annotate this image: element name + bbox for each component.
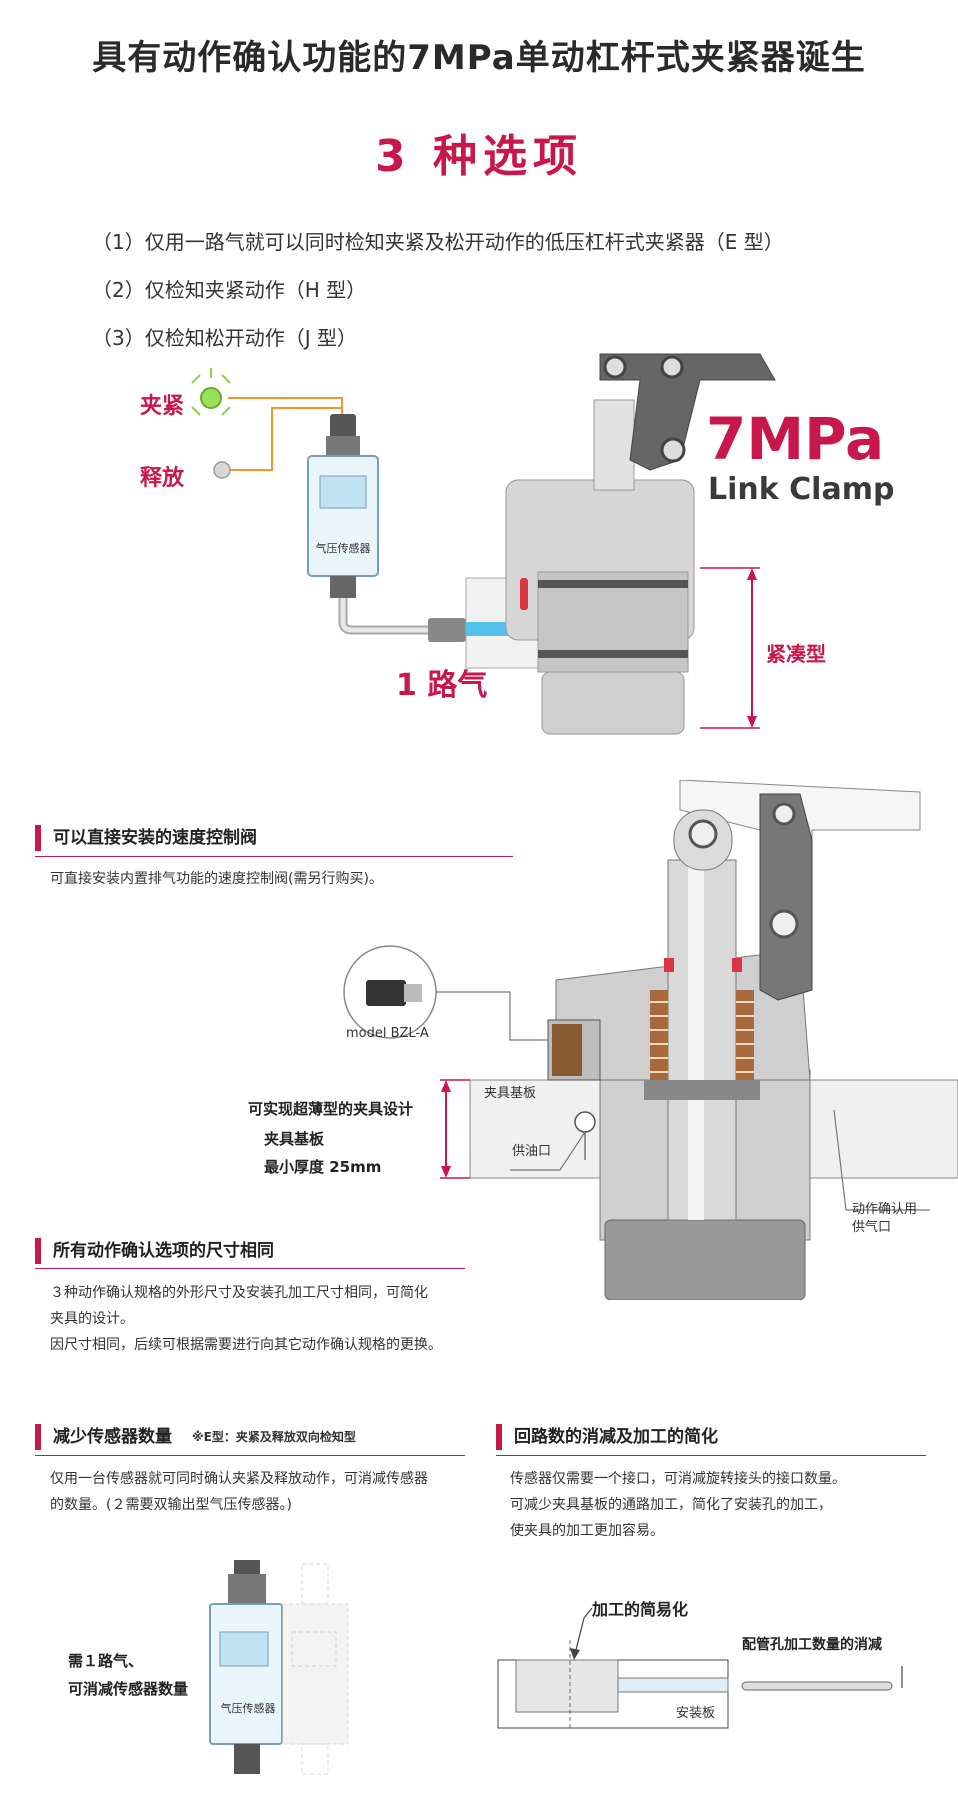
- section-sensor-note: ※E型：夹紧及释放双向检知型: [192, 1430, 356, 1444]
- clamp-lamp-icon: [191, 368, 231, 416]
- pressure-badge: 7MPa: [706, 405, 885, 473]
- section-divider: [496, 1455, 926, 1456]
- section-speed-valve-text: 可直接安装内置排气功能的速度控制阀(需另行购买)。: [50, 871, 383, 887]
- section-divider: [35, 1455, 465, 1456]
- section-circuit-line3: 使夹具的加工更加容易。: [510, 1523, 664, 1539]
- section-circuit-heading: 回路数的消减及加工的简化: [496, 1424, 718, 1450]
- section-same-size-line1: ３种动作确认规格的外形尺寸及安装孔加工尺寸相同，可简化: [50, 1285, 428, 1301]
- min-thickness-label: 最小厚度 25mm: [264, 1158, 382, 1176]
- simplify-label: 加工的简易化: [592, 1600, 689, 1619]
- model-label: model BZL-A: [346, 1026, 429, 1041]
- release-label: 释放: [140, 466, 185, 491]
- section-divider: [35, 1268, 465, 1269]
- option-j: （3）仅检知松开动作（J 型）: [92, 326, 357, 350]
- section-same-size-heading: 所有动作确认选项的尺寸相同: [35, 1238, 274, 1264]
- section-divider: [35, 856, 513, 857]
- confirm-port-label-1: 动作确认用: [852, 1202, 918, 1217]
- page-subtitle: 3 种选项: [375, 131, 583, 182]
- section-circuit-line2: 可减少夹具基板的通路加工，简化了安装孔的加工，: [510, 1497, 832, 1513]
- option-e: （1）仅用一路气就可以同时检知夹紧及松开动作的低压杠杆式夹紧器（E 型）: [92, 230, 784, 254]
- clamp-label: 夹紧: [140, 394, 185, 419]
- section-sensor-heading: 减少传感器数量: [35, 1424, 172, 1450]
- page-title: 具有动作确认功能的7MPa单动杠杆式夹紧器诞生: [92, 38, 866, 78]
- pipe-hole-label: 配管孔加工数量的消减: [742, 1637, 882, 1653]
- section-sensor-line1: 仅用一台传感器就可同时确认夹紧及释放动作，可消减传感器: [50, 1471, 428, 1487]
- clamp-diagram-top: [191, 353, 776, 735]
- mounting-plate-label: 安装板: [676, 1706, 716, 1721]
- option-h: （2）仅检知夹紧动作（H 型）: [92, 278, 367, 302]
- pressure-sensor-icon: [307, 414, 379, 598]
- clamp-cutaway-diagram: [343, 780, 958, 1300]
- section-speed-valve-heading: 可以直接安装的速度控制阀: [35, 825, 257, 851]
- bottom-diagrams: [209, 1560, 903, 1775]
- one-air-label: 1 路气: [396, 668, 488, 703]
- oil-port-label: 供油口: [512, 1144, 552, 1159]
- bottom-sensor-label: 气压传感器: [220, 1702, 276, 1715]
- section-sensor-line2: 的数量。(２需要双输出型气压传感器。): [50, 1497, 292, 1513]
- confirm-port-label-2: 供气口: [852, 1220, 892, 1235]
- product-name: Link Clamp: [708, 472, 895, 507]
- section-same-size-line3: 因尺寸相同，后续可根据需要进行向其它动作确认规格的更换。: [50, 1337, 442, 1353]
- sensor-label: 气压传感器: [315, 542, 371, 555]
- sensor-caption-1: 需１路气、: [68, 1652, 144, 1670]
- section-circuit-line1: 传感器仅需要一个接口，可消减旋转接头的接口数量。: [510, 1471, 846, 1487]
- base-plate-label: 夹具基板: [264, 1130, 325, 1148]
- section-same-size-line2: 夹具的设计。: [50, 1311, 134, 1327]
- thin-design-label: 可实现超薄型的夹具设计: [248, 1100, 414, 1118]
- release-lamp-icon: [213, 461, 231, 479]
- base-plate-tag: 夹具基板: [484, 1086, 537, 1101]
- compact-label: 紧凑型: [766, 642, 826, 666]
- sensor-caption-2: 可消减传感器数量: [68, 1680, 189, 1698]
